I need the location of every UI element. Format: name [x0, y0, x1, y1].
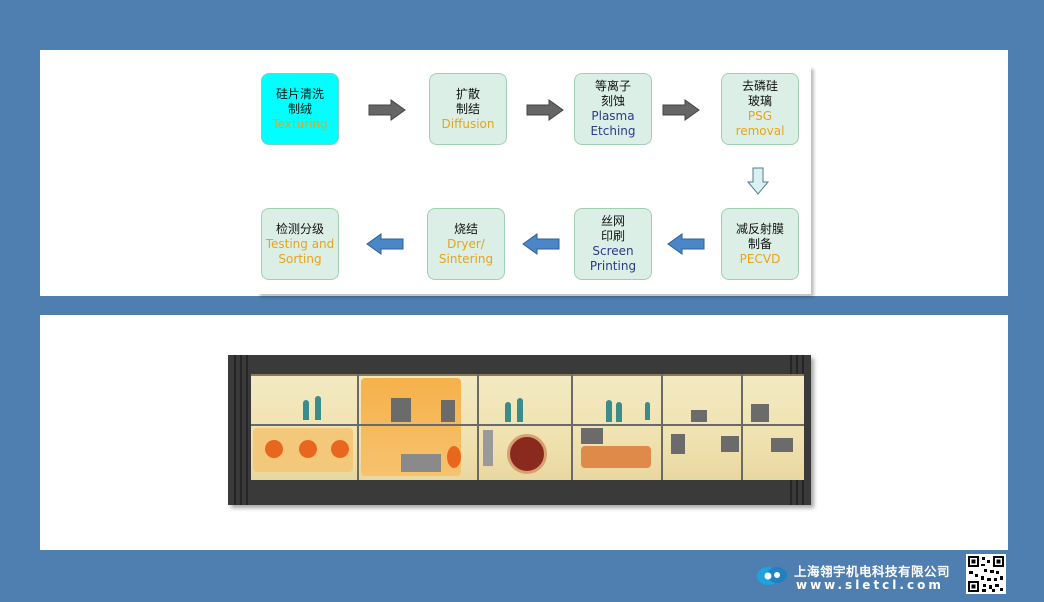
step-en-label: Texturing	[272, 116, 328, 131]
production-line-display-photo	[228, 355, 811, 505]
step-cn-label: 烧结	[453, 221, 478, 236]
arrow-right-icon	[662, 99, 700, 121]
step-cn-label: 去磷硅 玻璃	[741, 79, 778, 108]
step-sintering: 烧结 Dryer/ Sintering	[427, 208, 505, 280]
photo-panel	[40, 315, 1008, 550]
step-testing-sorting: 检测分级 Testing and Sorting	[261, 208, 339, 280]
step-pecvd: 减反射膜 制备 PECVD	[721, 208, 799, 280]
qr-code-icon	[966, 554, 1006, 594]
step-en-label: PSG removal	[735, 109, 785, 138]
step-screen-printing: 丝网 印刷 Screen Printing	[574, 208, 652, 280]
step-en-label: Dryer/ Sintering	[438, 236, 494, 266]
step-plasma-etching: 等离子 刻蚀 Plasma Etching	[574, 73, 652, 145]
process-flow-panel: 硅片清洗 制绒 Texturing 扩散 制结 Diffusion 等离子 刻蚀…	[40, 50, 1008, 296]
display-window	[251, 374, 804, 480]
step-diffusion: 扩散 制结 Diffusion	[429, 73, 507, 145]
arrow-right-icon	[526, 99, 564, 121]
arrow-left-icon	[522, 233, 560, 255]
step-cn-label: 丝网 印刷	[600, 214, 625, 243]
company-logo-icon	[757, 567, 787, 585]
company-url: www.sletcl.com	[796, 578, 944, 592]
step-en-label: Testing and Sorting	[265, 236, 335, 266]
step-psg-removal: 去磷硅 玻璃 PSG removal	[721, 73, 799, 145]
step-en-label: Plasma Etching	[590, 109, 636, 138]
arrow-right-icon	[368, 99, 406, 121]
step-cn-label: 检测分级	[275, 221, 324, 236]
step-cn-label: 等离子 刻蚀	[594, 79, 631, 108]
step-cn-label: 减反射膜 制备	[735, 221, 784, 251]
arrow-left-icon	[667, 233, 705, 255]
step-cn-label: 硅片清洗 制绒	[275, 86, 324, 116]
step-en-label: Screen Printing	[589, 244, 637, 273]
process-flow-diagram: 硅片清洗 制绒 Texturing 扩散 制结 Diffusion 等离子 刻蚀…	[257, 66, 811, 294]
arrow-down-icon	[746, 167, 770, 195]
step-texturing: 硅片清洗 制绒 Texturing	[261, 73, 339, 145]
company-name: 上海翎宇机电科技有限公司	[794, 564, 951, 579]
step-en-label: Diffusion	[441, 116, 495, 131]
step-en-label: PECVD	[739, 251, 781, 266]
step-cn-label: 扩散 制结	[455, 86, 480, 116]
arrow-left-icon	[366, 233, 404, 255]
